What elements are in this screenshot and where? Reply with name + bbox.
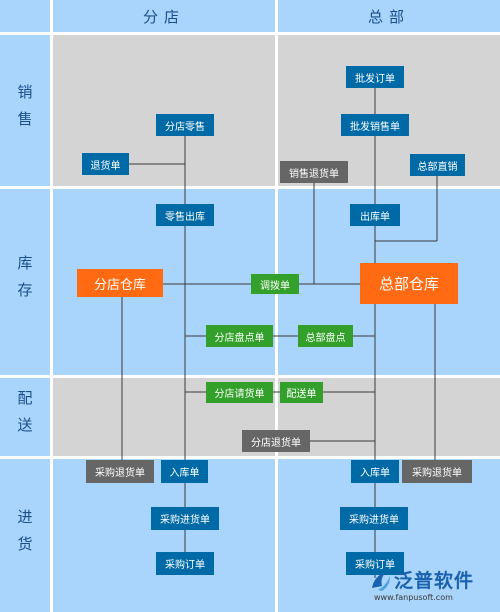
node-transfer-slip[interactable]: 调拨单 [251,274,299,294]
node-branch-return-slip[interactable]: 分店退货单 [242,430,310,452]
cell-purchase-hq [278,459,500,612]
node-purchase-order-hq[interactable]: 采购订单 [346,552,404,575]
row-label-delivery: 配送 [0,378,50,456]
node-purchase-receipt-hq[interactable]: 采购进货单 [340,507,408,530]
node-hq-direct-sales[interactable]: 总部直销 [410,154,465,176]
node-branch-retail[interactable]: 分店零售 [156,114,214,136]
fanpu-logo-icon [372,572,390,591]
node-hq-warehouse[interactable]: 总部仓库 [360,263,458,304]
node-inbound-branch[interactable]: 入库单 [161,460,208,483]
node-purchase-order-branch[interactable]: 采购订单 [156,552,214,575]
row-label-sales: 销售 [0,35,50,186]
row-label-inventory: 库存 [0,189,50,375]
node-delivery-slip[interactable]: 配送单 [280,382,323,403]
brand-url: www.fanpusoft.com [374,593,453,602]
cell-purchase-branch [53,459,275,612]
brand-logo: 泛普软件 www.fanpusoft.com [368,566,498,608]
node-sales-return-slip[interactable]: 销售退货单 [280,161,348,183]
node-retail-outbound[interactable]: 零售出库 [156,204,214,226]
corner-cell [0,0,50,32]
column-header-hq: 总部 [278,0,500,32]
node-purchase-return-hq[interactable]: 采购退货单 [402,460,472,483]
node-branch-warehouse[interactable]: 分店仓库 [77,269,163,297]
node-wholesale-order[interactable]: 批发订单 [346,66,404,88]
row-label-purchase: 进货 [0,459,50,612]
node-outbound-slip[interactable]: 出库单 [350,204,400,226]
brand-name: 泛普软件 [394,570,475,592]
column-header-branch: 分店 [53,0,275,32]
node-purchase-return-branch[interactable]: 采购退货单 [86,460,154,483]
node-branch-request-slip[interactable]: 分店请货单 [206,382,273,403]
node-hq-stocktake[interactable]: 总部盘点 [298,325,353,347]
node-inbound-hq[interactable]: 入库单 [351,460,399,483]
node-branch-stocktake-slip[interactable]: 分店盘点单 [206,325,273,347]
node-wholesale-sales-slip[interactable]: 批发销售单 [341,114,409,136]
node-return-slip[interactable]: 退货单 [82,153,129,175]
node-purchase-receipt-branch[interactable]: 采购进货单 [151,507,219,530]
